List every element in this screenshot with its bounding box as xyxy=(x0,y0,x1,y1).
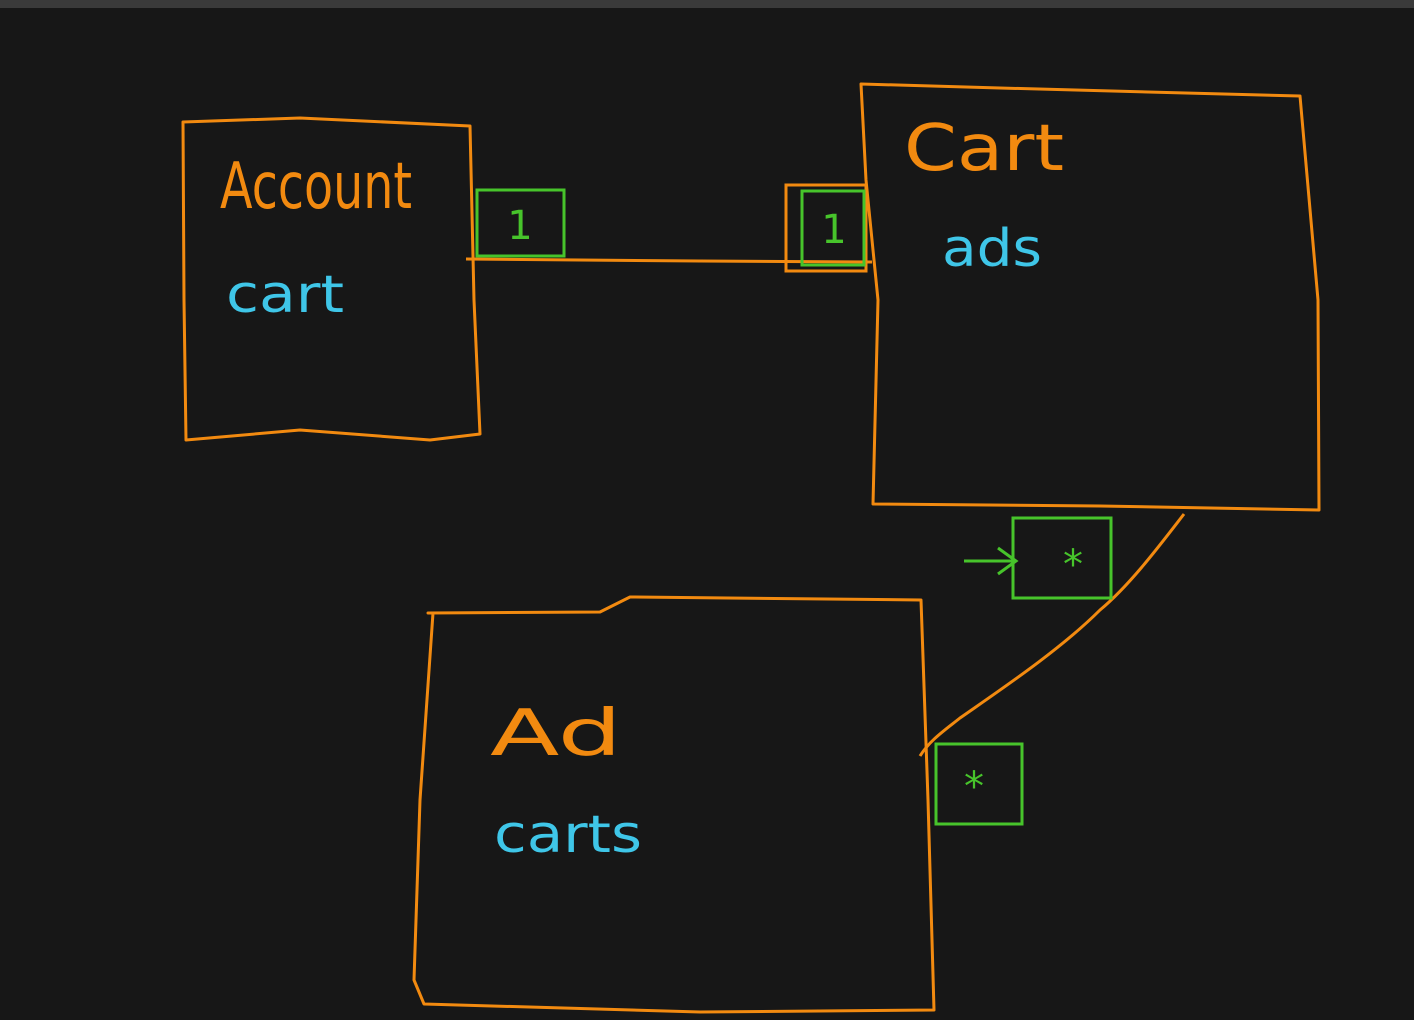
multiplicity-box-account xyxy=(475,188,566,258)
entity-cart[interactable]: Cart ads xyxy=(859,82,1321,512)
multiplicity-box-cart-ad-cart xyxy=(1011,516,1113,600)
multiplicity-box-cart-ad-ad xyxy=(934,742,1024,826)
top-bar xyxy=(0,0,1414,8)
multiplicity-cart-ad-cart-side: * xyxy=(1063,542,1083,588)
entity-account-box xyxy=(181,116,482,442)
arrow-right-icon xyxy=(964,546,1019,576)
multiplicity-cart-side: 1 xyxy=(821,207,846,253)
entity-ad-title: Ad xyxy=(490,697,622,771)
entity-cart-title: Cart xyxy=(904,112,1064,186)
entity-cart-attribute: ads xyxy=(942,219,1042,279)
relation-cart-ad[interactable]: * * xyxy=(918,513,1186,826)
entity-cart-box xyxy=(859,82,1321,512)
multiplicity-cart-ad-ad-side: * xyxy=(964,764,984,810)
entity-account[interactable]: Account cart xyxy=(181,116,482,442)
multiplicity-account-side: 1 xyxy=(507,203,532,249)
entity-account-attribute: cart xyxy=(226,265,344,325)
relation-account-cart-line xyxy=(465,257,873,264)
multiplicity-box-cart-overdraw xyxy=(784,183,868,273)
entity-ad[interactable]: Ad carts xyxy=(412,595,936,1014)
entity-ad-attribute: carts xyxy=(494,805,642,865)
relation-account-cart[interactable]: 1 1 xyxy=(465,183,873,273)
entity-ad-box xyxy=(412,595,936,1014)
entity-account-title: Account xyxy=(220,150,412,224)
multiplicity-box-cart xyxy=(800,189,866,267)
relation-cart-ad-line xyxy=(918,513,1186,757)
